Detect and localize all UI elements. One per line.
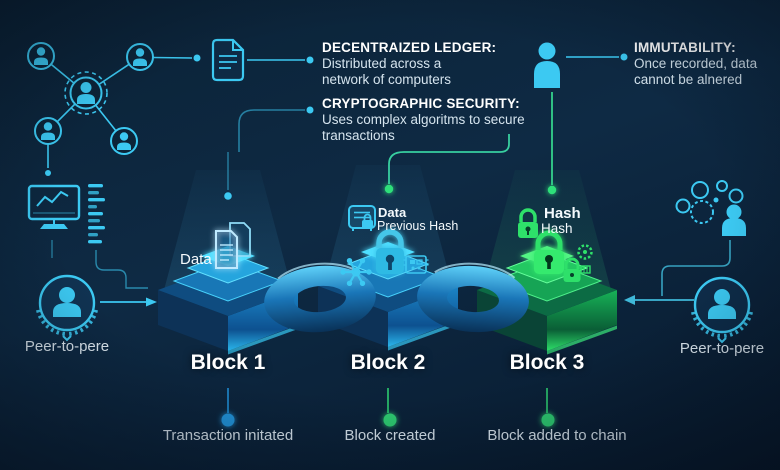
- peer-label-right: Peer-to-pere: [679, 340, 765, 357]
- immutability-title: IMMUTABILITY:: [634, 40, 736, 55]
- decentralized-title: DECENTRAIZED LEDGER:: [322, 40, 497, 55]
- server-lock-icon: [348, 205, 376, 231]
- immutability-line1: Once recorded, data: [634, 56, 758, 71]
- timeline-label-1: Transaction initated: [162, 427, 294, 444]
- monitor-chart-icon: [27, 184, 81, 229]
- block-3-name: Block 3: [509, 351, 585, 374]
- block2-prevhash-label: Previous Hash: [377, 219, 459, 233]
- cryptographic-line1: Uses complex algoritms to secure: [322, 112, 525, 127]
- cryptographic-line2: transactions: [322, 128, 395, 143]
- timeline-label-3: Block added to chain: [487, 427, 627, 444]
- immutability-line2: cannot be alnered: [634, 72, 743, 87]
- decentralized-line2: network of computers: [322, 72, 452, 87]
- block-1-name: Block 1: [190, 351, 266, 374]
- block2-data-label: Data: [378, 205, 407, 220]
- cryptographic-title: CRYPTOGRAPHIC SECURITY:: [322, 96, 520, 111]
- crypto-connector-line: [45, 106, 314, 176]
- chip-icon: [403, 255, 429, 274]
- peer-label-left: Peer-to-pere: [24, 338, 110, 355]
- user-icon-immutability: [534, 42, 628, 88]
- timeline-dot-2: [383, 413, 397, 427]
- bubbles-user-icon: [675, 180, 746, 236]
- decentralized-line1: Distributed across a: [322, 56, 442, 71]
- block1-data-label: Data: [180, 251, 212, 268]
- block3-hash2-label: Hash: [541, 221, 573, 236]
- network-users-icon: [27, 42, 154, 155]
- timeline-label-2: Block created: [344, 427, 436, 444]
- timeline-dot-1: [221, 413, 235, 427]
- data-bars-icon: [88, 184, 105, 244]
- block3-hash-label: Hash: [544, 205, 581, 222]
- laurel-user-icon-left: [36, 274, 98, 342]
- timeline-dot-3: [541, 413, 555, 427]
- document-icon: [152, 38, 314, 82]
- timeline: [221, 388, 555, 427]
- block-2-name: Block 2: [350, 351, 426, 374]
- laurel-user-icon-right: [691, 276, 753, 344]
